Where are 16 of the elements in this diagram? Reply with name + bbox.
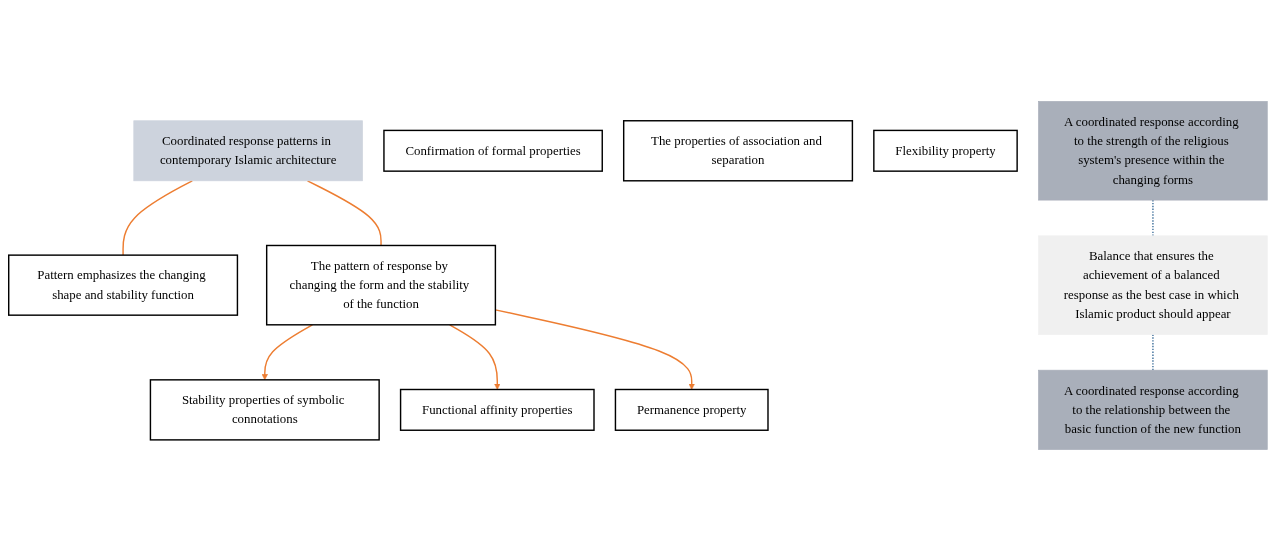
- node-box: Stability properties of symbolic connotations: [149, 379, 380, 441]
- node-box: The pattern of response by changing the form and the stability of the function: [265, 244, 497, 326]
- connector: [122, 180, 193, 256]
- node-box: A coordinated response according to the relationship between the basic function of the new function: [1038, 369, 1268, 450]
- arrow: [261, 324, 314, 381]
- node-box: Confirmation of formal properties: [383, 129, 603, 172]
- node-box: Functional affinity properties: [399, 388, 595, 431]
- node-box: Balance that ensures the achievement of a balanced response as the best case in which Islamic product should appear: [1038, 235, 1268, 335]
- node-box: The properties of association and separation: [622, 120, 854, 182]
- node-box: Coordinated response patterns in contemporary Islamic architecture: [133, 120, 363, 182]
- arrow: [448, 324, 501, 390]
- node-box: Permanence property: [614, 388, 769, 431]
- connector: [306, 180, 382, 247]
- node-box: Flexibility property: [873, 129, 1018, 172]
- node-box: Pattern emphasizes the changing shape and stability function: [8, 254, 239, 316]
- node-box: A coordinated response according to the strength of the religious system's presence within the changing forms: [1038, 101, 1268, 201]
